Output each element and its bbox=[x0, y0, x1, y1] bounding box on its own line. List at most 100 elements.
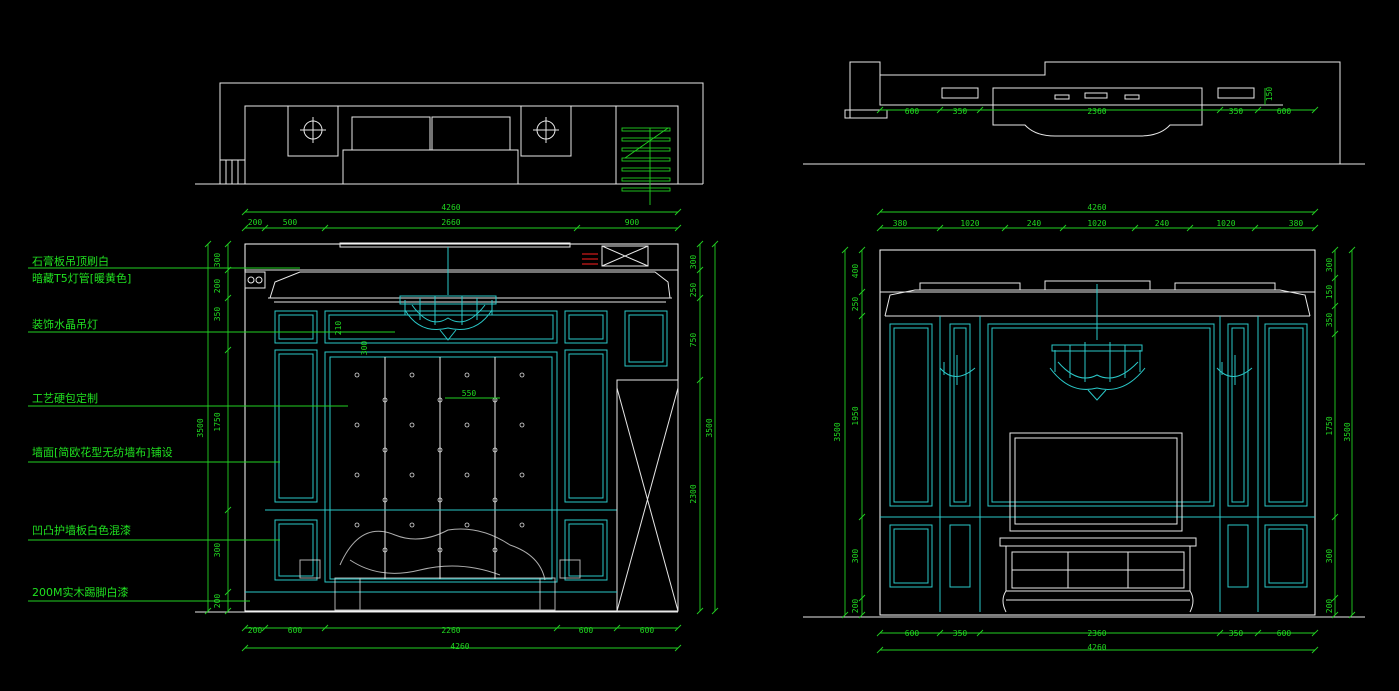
dim-left-top-1: 200 bbox=[248, 218, 263, 227]
dimension-tick bbox=[1311, 224, 1319, 232]
dimension-tick bbox=[261, 624, 269, 632]
dimension-tick bbox=[976, 106, 984, 114]
crystal-chandelier-icon bbox=[1049, 284, 1146, 401]
label-t5-lamp: 暗藏T5灯管[暖黄色] bbox=[32, 271, 131, 285]
dim-inner-3: 550 bbox=[462, 389, 477, 398]
dim-left-bot-4: 600 bbox=[579, 626, 594, 635]
dimension-tick bbox=[1311, 629, 1319, 637]
dimension-tick bbox=[1001, 224, 1009, 232]
soft-pack-button-dot bbox=[464, 422, 470, 428]
dimension-tick bbox=[696, 240, 704, 248]
dimension-tick bbox=[674, 224, 682, 232]
dimension-tick bbox=[1131, 224, 1139, 232]
label-chandelier: 装饰水晶吊灯 bbox=[32, 317, 98, 331]
dim-right-bot-2: 350 bbox=[953, 629, 968, 638]
dimension-tick bbox=[1331, 246, 1339, 254]
dim-left-top-2: 500 bbox=[283, 218, 298, 227]
dim-right-r-5: 300 bbox=[1325, 549, 1334, 564]
left-plan-view bbox=[195, 82, 704, 205]
dim-right-v-5: 200 bbox=[851, 599, 860, 614]
soft-pack-button-dot bbox=[492, 547, 498, 553]
dim-right-top-3: 240 bbox=[1027, 219, 1042, 228]
dimension-tick bbox=[321, 624, 329, 632]
dim-plan-5: 600 bbox=[1277, 107, 1292, 116]
soft-pack-button-dot bbox=[437, 497, 443, 503]
label-soft-pack: 工艺硬包定制 bbox=[32, 391, 98, 405]
dimension-tick bbox=[1331, 302, 1339, 310]
dimension-tick bbox=[936, 629, 944, 637]
dim-plan-2: 350 bbox=[953, 107, 968, 116]
dimension-tick bbox=[1059, 224, 1067, 232]
dim-left-v-4: 1750 bbox=[213, 412, 222, 431]
soft-pack-button-dot bbox=[519, 472, 525, 478]
dimension-tick bbox=[841, 611, 849, 619]
dimension-tick bbox=[696, 266, 704, 274]
dim-left-v-6: 200 bbox=[213, 594, 222, 609]
label-wall-cloth: 墙面[简欧花型无纺墙布]铺设 bbox=[32, 445, 173, 459]
soft-pack-button-dot bbox=[519, 522, 525, 528]
dim-left-r-4: 2300 bbox=[689, 484, 698, 503]
soft-pack-button-dot bbox=[382, 397, 388, 403]
dimension-tick bbox=[876, 224, 884, 232]
dimension-tick bbox=[1254, 629, 1262, 637]
dim-inner-2: 300 bbox=[360, 341, 369, 356]
dimension-tick bbox=[1331, 611, 1339, 619]
dimension-tick bbox=[1251, 224, 1259, 232]
dim-right-v-2: 250 bbox=[851, 297, 860, 312]
dimension-text: 4260 200 500 2660 900 200 600 2260 600 6… bbox=[196, 87, 1352, 652]
dim-right-bot-total: 4260 bbox=[1087, 643, 1106, 652]
label-ceiling: 石膏板吊顶刷白 bbox=[32, 254, 109, 268]
dim-left-bot-2: 600 bbox=[288, 626, 303, 635]
soft-pack-button-dot bbox=[382, 497, 388, 503]
dimension-tick bbox=[841, 246, 849, 254]
wall-sconce-icon bbox=[939, 355, 976, 385]
dim-right-top-5: 240 bbox=[1155, 219, 1170, 228]
dim-left-v-total: 3500 bbox=[196, 418, 205, 437]
dimension-tick bbox=[711, 607, 719, 615]
dim-right-bot-3: 2360 bbox=[1087, 629, 1106, 638]
dimension-tick bbox=[858, 246, 866, 254]
dim-left-r-total: 3500 bbox=[705, 418, 714, 437]
dimension-tick bbox=[696, 294, 704, 302]
soft-pack-button-dot bbox=[519, 372, 525, 378]
dimension-tick bbox=[1348, 246, 1356, 254]
soft-pack-button-dot bbox=[492, 447, 498, 453]
dimension-tick bbox=[674, 624, 682, 632]
bed-silhouette bbox=[299, 528, 581, 611]
dimension-tick bbox=[241, 208, 249, 216]
soft-pack-buttons bbox=[354, 372, 525, 553]
dim-plan-3: 2360 bbox=[1087, 107, 1106, 116]
soft-pack-button-dot bbox=[409, 472, 415, 478]
dimension-tick bbox=[976, 629, 984, 637]
dim-right-top-6: 1020 bbox=[1216, 219, 1235, 228]
soft-pack-button-dot bbox=[464, 472, 470, 478]
dimension-tick bbox=[613, 624, 621, 632]
dim-right-v-1: 400 bbox=[851, 264, 860, 279]
dim-right-r-3: 350 bbox=[1325, 313, 1334, 328]
soft-pack-button-dot bbox=[492, 497, 498, 503]
right-plan-view bbox=[803, 61, 1365, 165]
soft-pack-button-dot bbox=[409, 422, 415, 428]
dim-left-bot-5: 600 bbox=[640, 626, 655, 635]
dimension-tick bbox=[674, 208, 682, 216]
label-skirting: 200M实木踢脚白漆 bbox=[32, 585, 129, 599]
crystal-chandelier-icon bbox=[399, 247, 497, 341]
dimension-tick bbox=[224, 588, 232, 596]
dim-left-top-4: 900 bbox=[625, 218, 640, 227]
dimension-tick bbox=[858, 513, 866, 521]
dim-right-bot-4: 350 bbox=[1229, 629, 1244, 638]
dimension-tick bbox=[1331, 594, 1339, 602]
soft-pack-button-dot bbox=[409, 522, 415, 528]
dim-left-bot-total: 4260 bbox=[450, 642, 469, 651]
dim-inner-1: 210 bbox=[334, 321, 343, 336]
dim-right-v-total: 3500 bbox=[833, 422, 842, 441]
dimension-tick bbox=[553, 624, 561, 632]
dimension-tick bbox=[1216, 629, 1224, 637]
dimension-tick bbox=[224, 607, 232, 615]
dim-right-top-2: 1020 bbox=[960, 219, 979, 228]
dim-left-top-total: 4260 bbox=[441, 203, 460, 212]
soft-pack-button-dot bbox=[464, 372, 470, 378]
dim-left-r-2: 250 bbox=[689, 283, 698, 298]
dim-right-r-2: 150 bbox=[1325, 285, 1334, 300]
